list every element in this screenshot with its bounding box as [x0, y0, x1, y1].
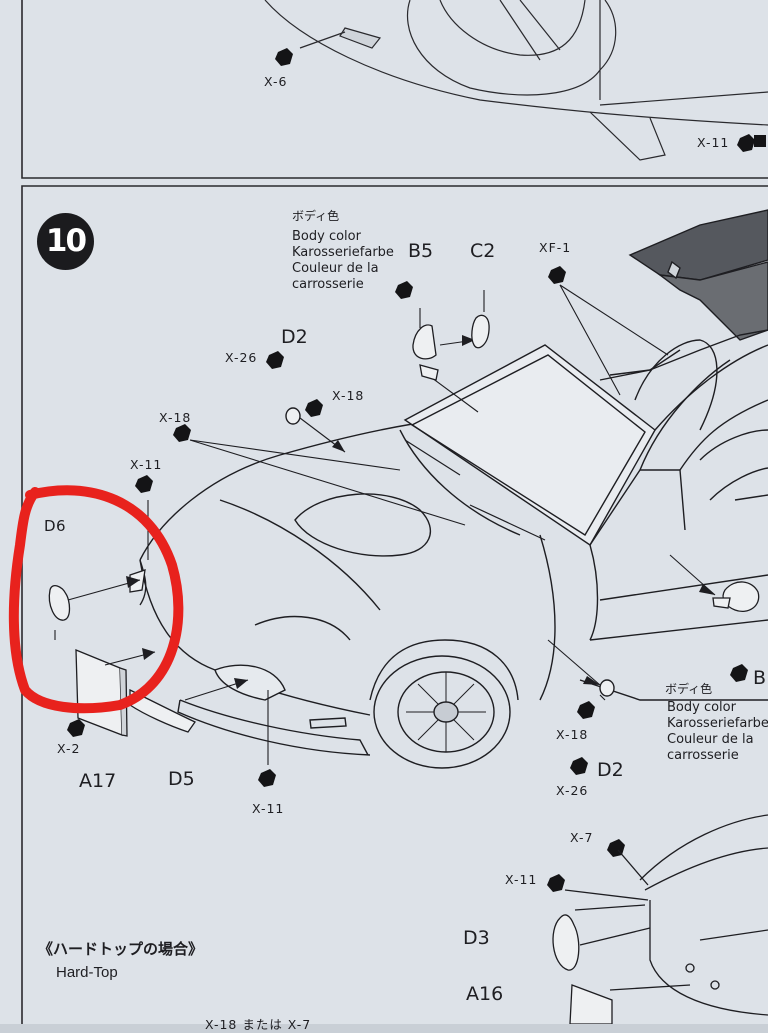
convertible-top	[628, 209, 768, 341]
label-x11-bottom: X-11	[252, 801, 285, 816]
hardtop-heading: 《ハードトップの場合》	[38, 940, 204, 958]
body-color-note: Body color Karosseriefarbe Couleur de la…	[292, 229, 394, 293]
label-x18-c: X-18	[556, 727, 589, 742]
body-color-fr2-right: carrosserie	[667, 748, 739, 763]
body-color-note-right: Body color Karosseriefarbe Couleur de la…	[667, 700, 768, 764]
label-d2-a: D2	[281, 326, 308, 348]
label-x6: X-6	[264, 74, 288, 89]
label-x2: X-2	[57, 741, 81, 756]
wipers	[404, 439, 546, 541]
panel-borders	[21, 0, 768, 1024]
label-x26-a: X-26	[225, 350, 258, 365]
label-b5: B5	[408, 240, 434, 262]
x6-screw-icon	[275, 48, 293, 66]
label-a16: A16	[466, 983, 504, 1005]
screw-icons	[67, 266, 748, 892]
previous-step-drawing	[264, 0, 768, 161]
body-color-fr2: carrosserie	[292, 277, 364, 292]
body-color-jp: ボディ色	[292, 209, 340, 223]
label-x18-b: X-18	[159, 410, 192, 425]
arrowheads	[126, 335, 715, 689]
body-color-de: Karosseriefarbe	[292, 245, 394, 260]
label-x18-a: X-18	[332, 388, 365, 403]
label-x26-b: X-26	[556, 783, 589, 798]
label-x11-left: X-11	[130, 457, 163, 472]
body-color-de-right: Karosseriefarbe	[667, 716, 768, 731]
label-x11-lower: X-11	[505, 872, 538, 887]
hardtop-drawing	[552, 814, 768, 1024]
part-c2	[471, 314, 490, 349]
body-color-jp-right: ボディ色	[665, 682, 713, 696]
label-xf1: XF-1	[539, 240, 572, 255]
mirror-b5	[412, 324, 439, 381]
label-x11-top: X-11	[697, 135, 730, 150]
red-highlight-circle	[8, 485, 184, 714]
part-d2-ring	[285, 407, 615, 697]
label-b-cut: B	[753, 667, 767, 689]
label-d5: D5	[168, 768, 195, 790]
x11-top-screw-icon	[737, 134, 766, 152]
body-color-en-right: Body color	[667, 700, 736, 715]
label-x7: X-7	[570, 830, 594, 845]
label-c2: C2	[470, 240, 496, 262]
label-d3: D3	[463, 927, 490, 949]
label-a17: A17	[79, 770, 117, 792]
body-color-fr1: Couleur de la	[292, 261, 379, 276]
label-d6: D6	[44, 517, 67, 535]
leader-lines	[54, 284, 716, 765]
body-color-en: Body color	[292, 229, 361, 244]
hardtop-label: Hard-Top	[56, 964, 118, 981]
step-number-badge: 10	[37, 213, 94, 270]
front-parts	[48, 559, 196, 737]
body-color-fr1-right: Couleur de la	[667, 732, 754, 747]
right-mirror	[712, 581, 760, 612]
label-d2-b: D2	[597, 759, 624, 781]
